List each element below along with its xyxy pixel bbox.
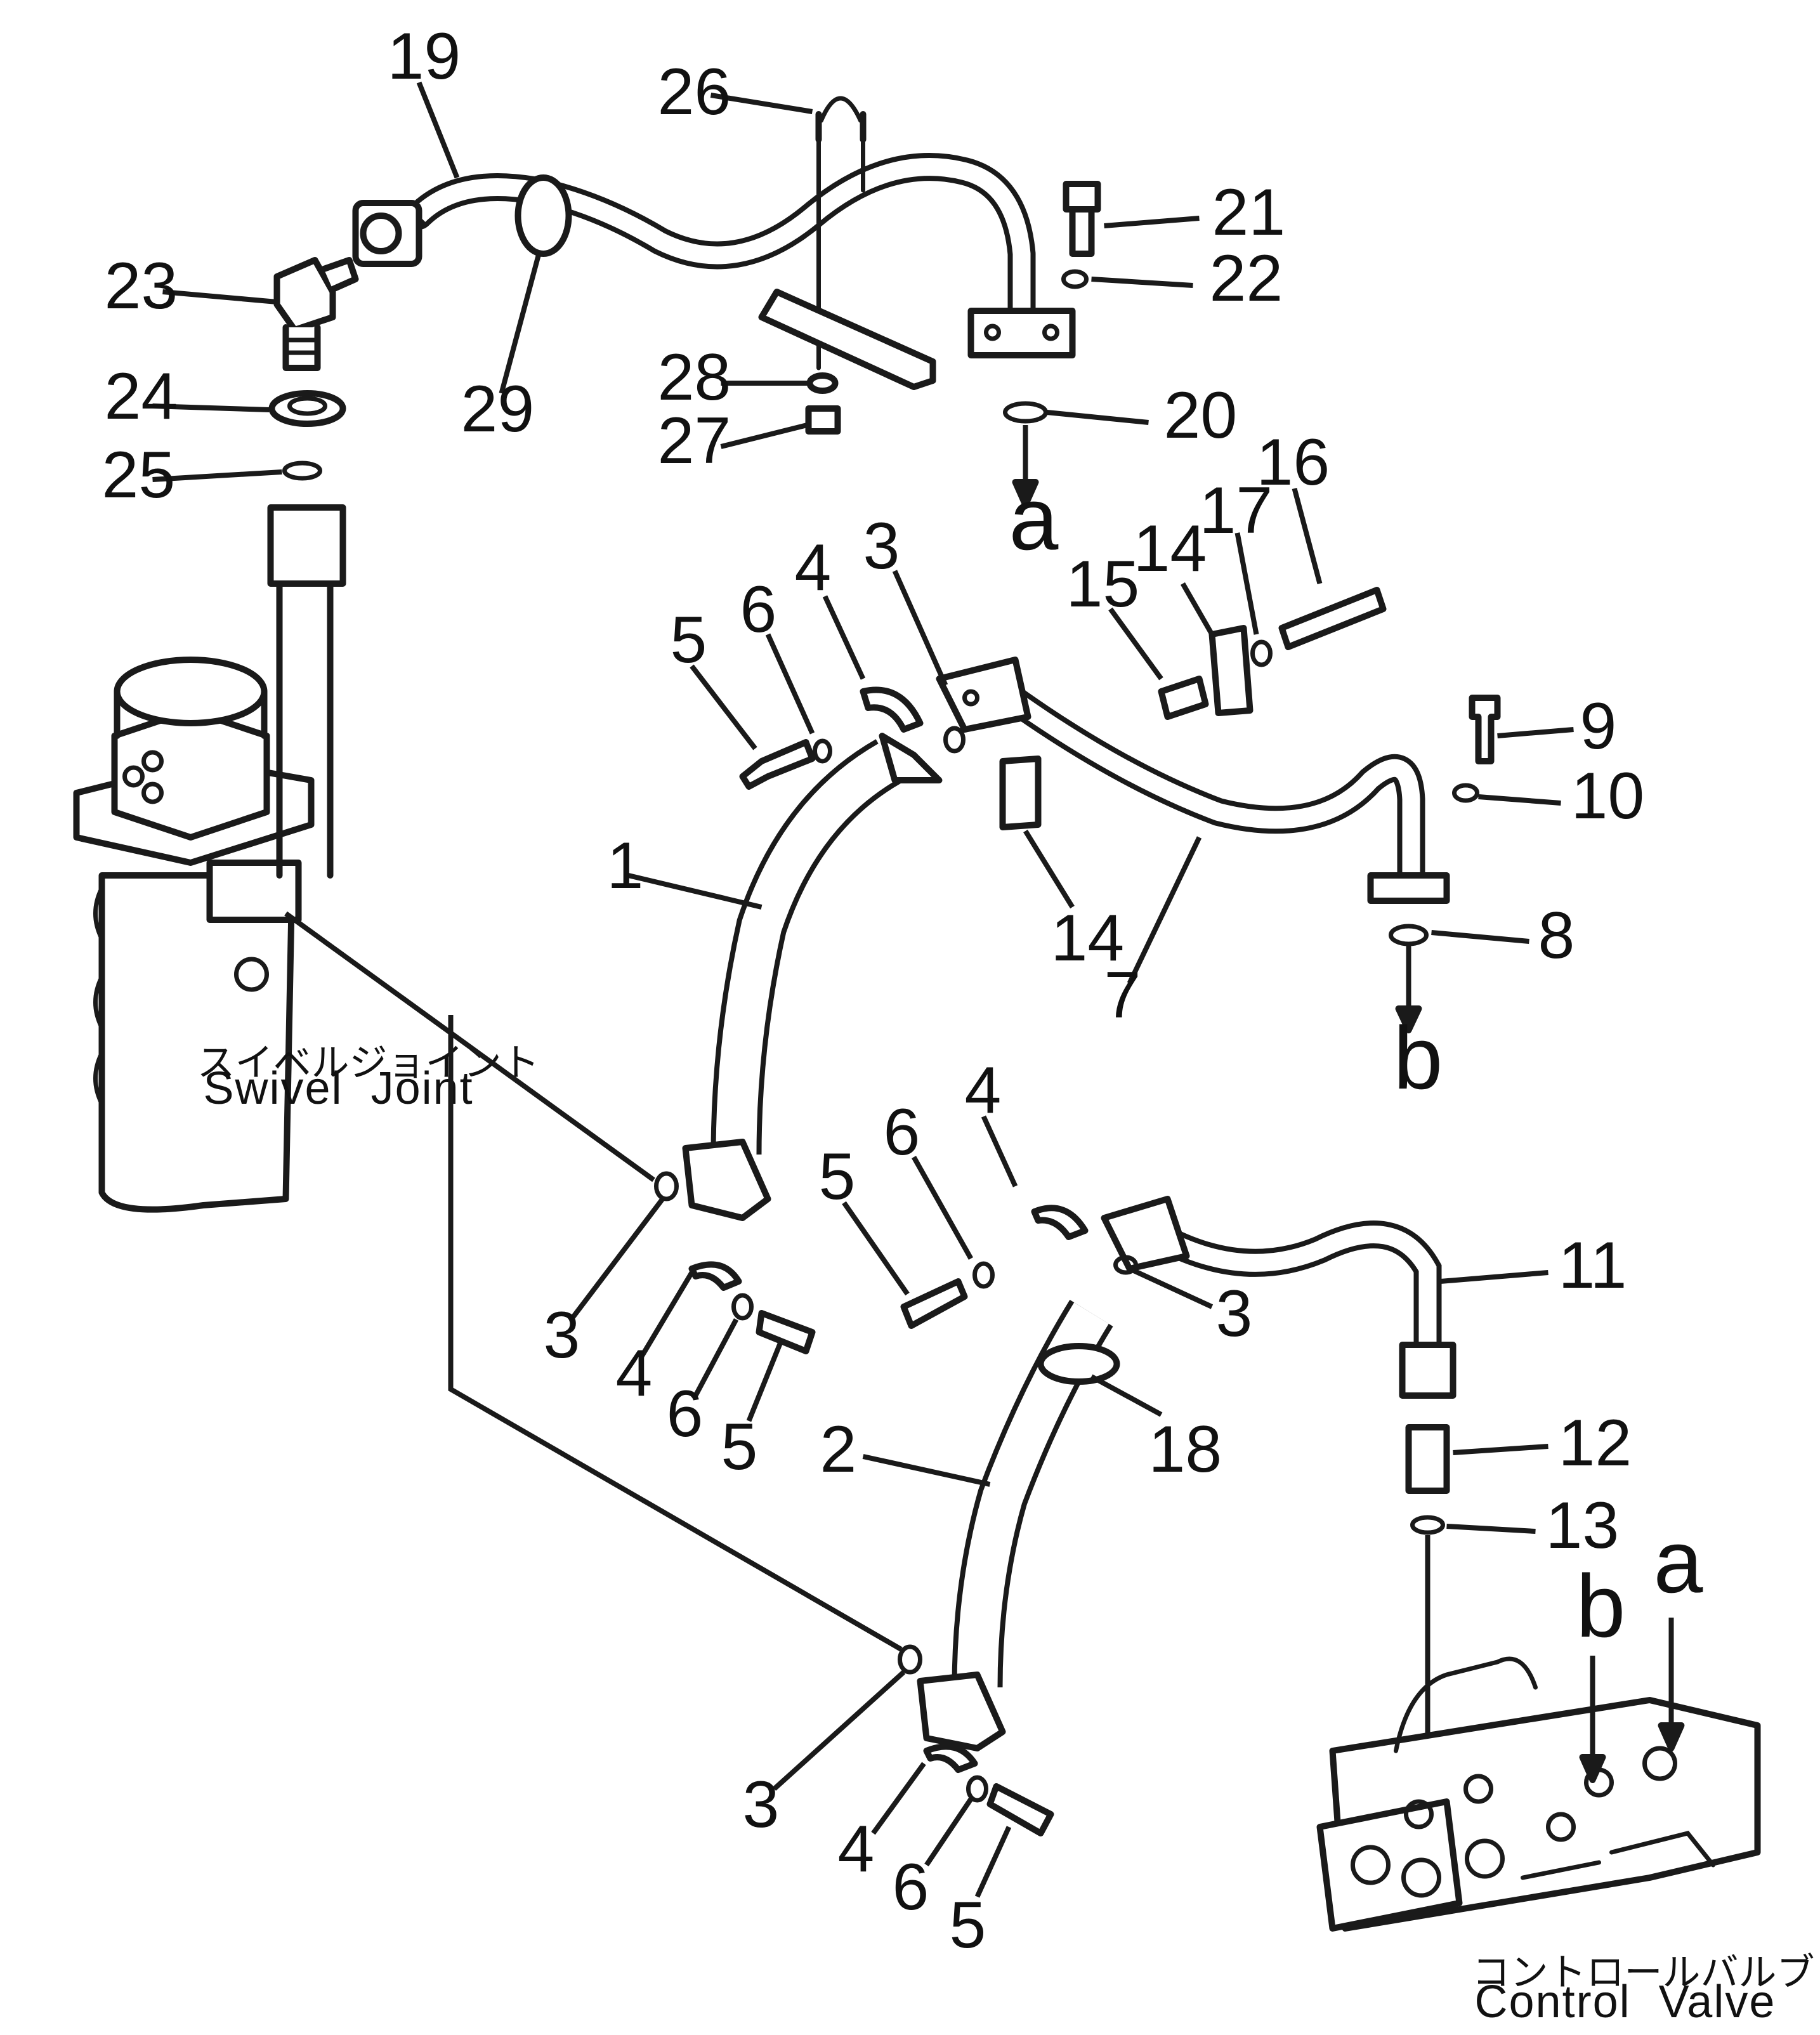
o-ring-8: [1389, 924, 1429, 946]
callout-25: 25: [102, 438, 176, 512]
pipe-7: [936, 657, 1450, 904]
callout-4-mid: 4: [965, 1054, 1002, 1127]
callout-21: 21: [1212, 176, 1286, 249]
callout-4-left: 4: [616, 1337, 653, 1410]
control-valve-label-ja: コントロールバルブ: [1472, 1951, 1815, 1995]
callout-22: 22: [1210, 242, 1283, 315]
callout-3-bottom: 3: [743, 1768, 780, 1842]
washer-6-b: [731, 1293, 754, 1321]
callout-6-left: 6: [667, 1377, 704, 1451]
callout-3-top: 3: [863, 509, 900, 583]
split-flange-4-c: [1031, 1205, 1089, 1240]
callout-14-lower: 14: [1051, 901, 1125, 975]
port-a-label-valve: a: [1654, 1512, 1703, 1611]
callout-14-upper: 14: [1134, 512, 1207, 586]
nut-27: [805, 405, 841, 435]
washer-22: [1061, 269, 1089, 289]
callout-16: 16: [1257, 426, 1330, 499]
callout-9: 9: [1580, 690, 1617, 763]
bolt-5-c: [900, 1278, 968, 1329]
washer-6-c: [972, 1261, 995, 1289]
callout-18: 18: [1149, 1413, 1222, 1486]
spacer-15: [1158, 676, 1209, 720]
washer-17: [1250, 639, 1273, 667]
clamp-18: [1037, 1343, 1120, 1385]
callout-7: 7: [1104, 959, 1141, 1032]
u-bolt-26: [815, 96, 867, 370]
control-valve: コントロールバルブ Control Valve: [1316, 1618, 1815, 2027]
callout-6-mid: 6: [884, 1096, 920, 1169]
callout-15: 15: [1066, 547, 1140, 621]
connection-line-upper: [284, 911, 655, 1182]
swivel-joint-label-en: Swivel Joint: [204, 1063, 474, 1114]
o-ring-3-d: [898, 1644, 922, 1675]
callout-5-bottom: 5: [950, 1888, 986, 1962]
bolt-5-d: [986, 1783, 1054, 1836]
o-ring-3-c: [1113, 1255, 1138, 1275]
split-flange-4-d: [923, 1743, 978, 1773]
split-flange-4-a: [860, 686, 924, 733]
pipe-11: [1101, 1196, 1457, 1399]
clamp-14-upper: [1208, 625, 1254, 716]
split-flange-4-b: [688, 1261, 742, 1291]
adapter-12: [1405, 1424, 1450, 1494]
hose-1: [682, 733, 943, 1221]
washer-6-d: [966, 1775, 988, 1803]
callout-4-bottom: 4: [838, 1812, 875, 1886]
callout-6-bottom: 6: [893, 1850, 929, 1924]
swivel-joint-label-ja: スイベルジョイント: [197, 1041, 540, 1085]
washer-10: [1452, 783, 1479, 803]
callout-24: 24: [105, 360, 178, 433]
callout-12: 12: [1559, 1406, 1632, 1480]
o-ring-20: [1003, 401, 1048, 424]
callouts: 19 26 21 22 23 24 25 29 28 27 20 16: [102, 20, 1645, 1962]
callout-20: 20: [1164, 379, 1238, 452]
callout-3-mid: 3: [1216, 1277, 1253, 1351]
bolt-5-b: [756, 1310, 816, 1354]
callout-27: 27: [658, 404, 731, 478]
callout-2: 2: [820, 1413, 857, 1486]
bolt-9: [1469, 695, 1501, 764]
clamp-plate: [758, 289, 936, 390]
callout-6-top: 6: [740, 573, 777, 646]
callout-28: 28: [658, 341, 731, 414]
o-ring-3-a: [943, 726, 966, 754]
callout-4-top: 4: [795, 531, 832, 605]
port-a-label-upper: a: [1009, 469, 1059, 568]
swivel-joint: スイベルジョイント Swivel Joint: [73, 504, 540, 1213]
callout-23: 23: [105, 249, 178, 323]
callout-11: 11: [1559, 1229, 1627, 1302]
callout-10: 10: [1571, 759, 1645, 833]
callout-13: 13: [1546, 1489, 1620, 1562]
bolt-21: [1063, 181, 1101, 257]
bolt-5-a: [739, 739, 816, 790]
washer-6-a: [813, 738, 832, 764]
callout-8: 8: [1538, 899, 1575, 972]
callout-3-left: 3: [544, 1299, 580, 1372]
elbow-fitting-23: [273, 257, 359, 371]
washer-28: [806, 372, 839, 394]
callout-5-left: 5: [721, 1410, 758, 1484]
port-b-label-upper: b: [1394, 1008, 1443, 1108]
callout-29: 29: [461, 372, 535, 446]
connection-line-lower: [448, 1015, 903, 1652]
clamp-14-lower: [999, 756, 1042, 830]
callout-5-mid: 5: [819, 1140, 856, 1214]
callout-17: 17: [1200, 474, 1273, 547]
o-ring-3-b: [654, 1171, 679, 1201]
hose-2: [917, 1300, 1120, 1751]
callout-19: 19: [388, 20, 461, 93]
nut-24: [268, 390, 346, 427]
callout-26: 26: [658, 55, 731, 129]
control-valve-label-en: Control Valve: [1475, 1977, 1776, 2027]
o-ring-25: [282, 461, 322, 481]
port-b-label-valve: b: [1576, 1556, 1626, 1656]
callout-5-top: 5: [671, 603, 707, 677]
pipe-19: [352, 153, 1076, 358]
bolt-16: [1278, 587, 1387, 650]
o-ring-13: [1410, 1515, 1445, 1535]
callout-1: 1: [607, 829, 644, 903]
